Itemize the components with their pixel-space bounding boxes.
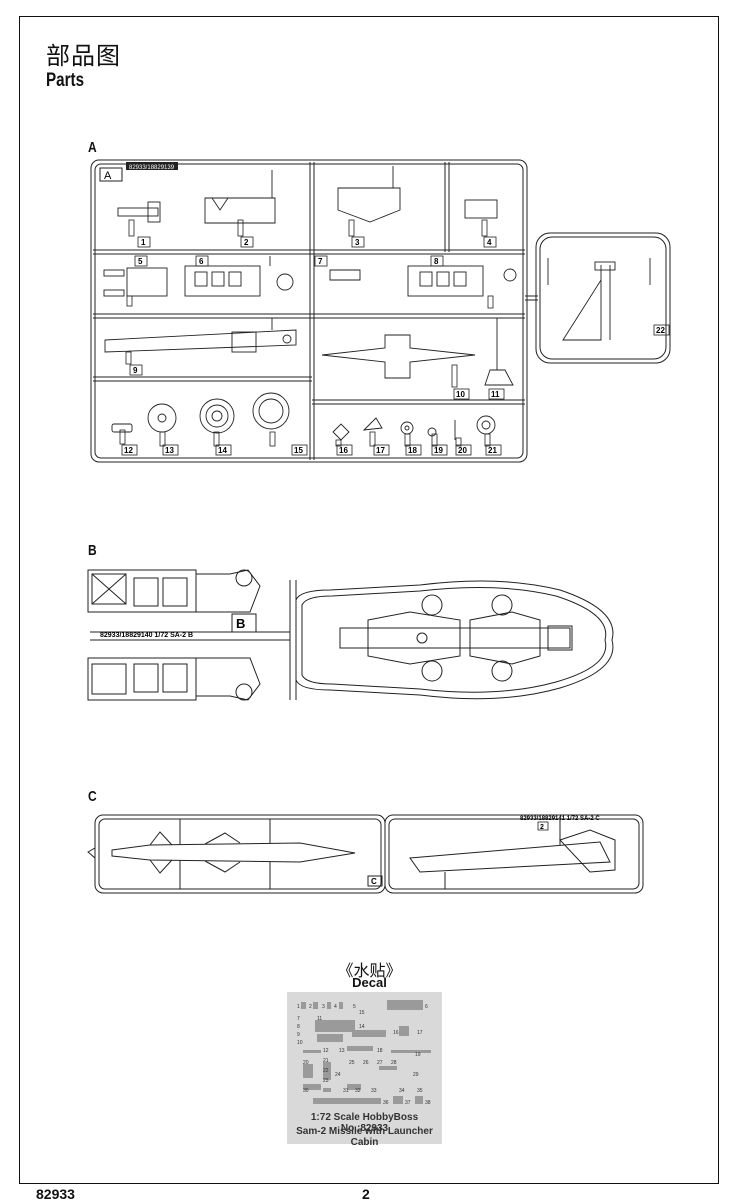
page-title-cn: 部品图	[46, 42, 121, 70]
decal-number: 35	[417, 1088, 423, 1094]
decal-number: 14	[359, 1024, 365, 1030]
footer-product-code: 82933	[36, 1186, 75, 1202]
part-number: 6	[199, 257, 204, 266]
decal-number: 7	[297, 1016, 300, 1022]
page-border	[19, 16, 719, 1184]
decal-number: 22	[323, 1068, 329, 1074]
decal-number: 26	[363, 1060, 369, 1066]
decal-number: 32	[355, 1088, 361, 1094]
page-number: 2	[362, 1186, 370, 1202]
decal-number: 16	[393, 1030, 399, 1036]
part-number: 10	[456, 390, 465, 399]
decal-number: 5	[353, 1004, 356, 1010]
decal-number: 2	[309, 1004, 312, 1010]
part-number: 16	[339, 446, 348, 455]
decal-number: 19	[415, 1052, 421, 1058]
decal-number: 23	[323, 1078, 329, 1084]
part-number: 14	[218, 446, 227, 455]
decal-number: 25	[349, 1060, 355, 1066]
sprue-a-tab: A	[104, 170, 112, 182]
decal-number: 17	[417, 1030, 423, 1036]
part-number: 18	[408, 446, 417, 455]
part-number: 1	[141, 238, 146, 247]
decal-number: 27	[377, 1060, 383, 1066]
part-number: 17	[376, 446, 385, 455]
decal-title-en: Decal	[352, 975, 387, 990]
sprue-b-tab: B	[236, 616, 245, 631]
sprue-a-label: A	[88, 139, 97, 156]
decal-name-line: Sam-2 Missile with Launcher Cabin	[296, 1126, 433, 1148]
part-number: 3	[355, 238, 360, 247]
sprue-c-mold-code: 82933/18829141 1/72 SA-2 C	[520, 816, 600, 822]
decal-number: 6	[425, 1004, 428, 1010]
decal-number: 9	[297, 1032, 300, 1038]
decal-number: 11	[317, 1016, 322, 1022]
decal-layout: 1 2 3 4 5 6 7 8 9 10 11 12 13 14 15 16 1…	[297, 1000, 431, 1106]
decal-scale-line: 1:72 Scale HobbyBoss No.:82933	[310, 1112, 419, 1134]
part-number: 7	[318, 257, 323, 266]
part-number: 2	[244, 238, 249, 247]
sprue-a-mold-code: 82933/18829139	[129, 165, 175, 171]
decal-number: 3	[322, 1004, 325, 1010]
decal-number: 12	[323, 1048, 329, 1054]
decal-number: 18	[377, 1048, 383, 1054]
decal-number: 29	[413, 1072, 419, 1078]
decal-number: 28	[391, 1060, 397, 1066]
part-number: 4	[487, 238, 492, 247]
decal-number: 15	[359, 1010, 365, 1016]
part-number: 13	[165, 446, 174, 455]
part-number: 2	[540, 824, 544, 831]
decal-number: 30	[303, 1088, 309, 1094]
decal-sheet: 1 2 3 4 5 6 7 8 9 10 11 12 13 14 15 16 1…	[287, 992, 442, 1148]
decal-number: 20	[303, 1060, 309, 1066]
part-number: 19	[434, 446, 443, 455]
part-number: 8	[434, 257, 439, 266]
decal-title-cn: 《水贴》	[337, 961, 402, 980]
decal-number: 1	[297, 1004, 300, 1010]
sprue-b-mold-code: 82933/18829140 1/72 SA-2 B	[100, 632, 193, 639]
sprue-b-label: B	[88, 542, 97, 559]
part-number: 9	[133, 366, 138, 375]
sprue-c-drawing: C 82933/18829141 1/72 SA-2 C 2	[87, 814, 644, 894]
part-number: 21	[488, 446, 497, 455]
decal-number: 24	[335, 1072, 341, 1078]
decal-number: 31	[343, 1088, 349, 1094]
sprue-c-label: C	[88, 788, 97, 805]
part-number: 22	[656, 326, 665, 335]
decal-number: 36	[383, 1100, 389, 1106]
sprue-c-tab: C	[371, 877, 377, 886]
decal-number: 33	[371, 1088, 377, 1094]
part-number: 11	[491, 390, 500, 399]
part-number: 20	[458, 446, 467, 455]
decal-number: 37	[405, 1100, 411, 1106]
part-number: 15	[294, 446, 303, 455]
decal-number: 21	[323, 1058, 329, 1064]
decal-number: 13	[339, 1048, 345, 1054]
decal-number: 34	[399, 1088, 405, 1094]
part-number: 12	[124, 446, 133, 455]
decal-number: 38	[425, 1100, 431, 1106]
decal-number: 4	[334, 1004, 337, 1010]
part-number: 5	[138, 257, 143, 266]
page-title-en: Parts	[46, 70, 85, 91]
decal-number: 10	[297, 1040, 303, 1046]
decal-number: 8	[297, 1024, 300, 1030]
sprue-a-drawing: A 82933/18829139	[90, 159, 671, 463]
sprue-b-drawing: B 82933/18829140 1/72 SA-2 B	[87, 569, 614, 701]
